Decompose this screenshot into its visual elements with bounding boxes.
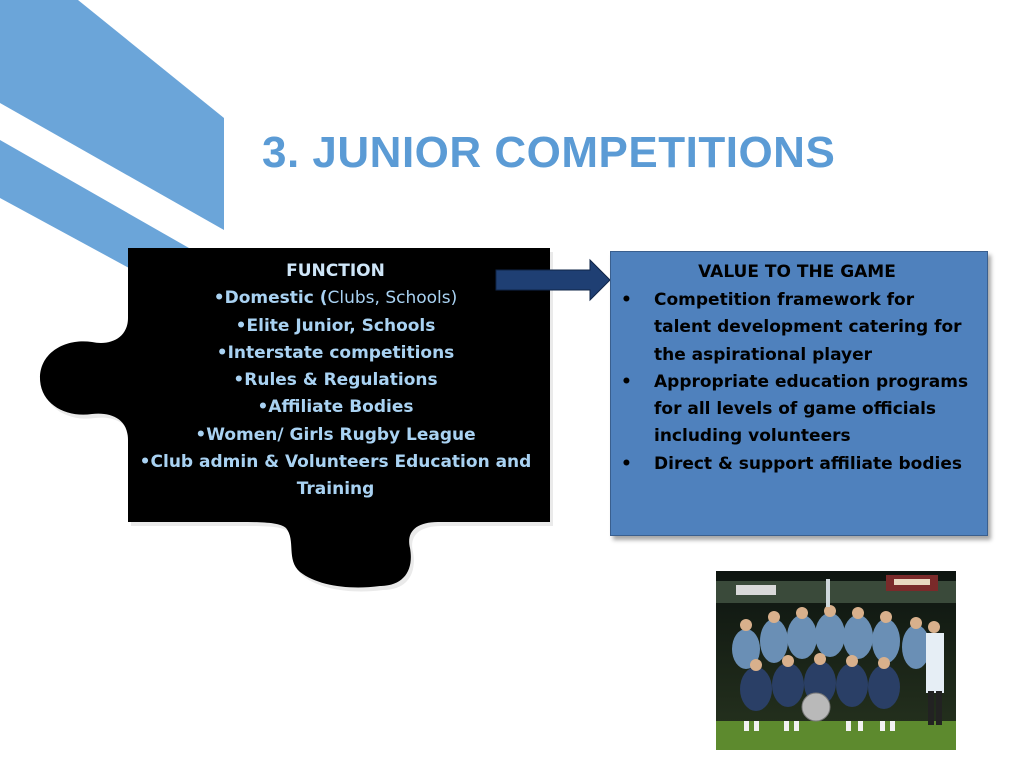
bullet: • — [195, 424, 207, 445]
function-item-bold: Rules & Regulations — [244, 370, 438, 391]
bullet: • — [621, 453, 632, 474]
value-list: • Competition framework for talent develo… — [621, 287, 973, 478]
bullet: • — [233, 370, 245, 391]
function-heading: FUNCTION — [286, 261, 385, 281]
function-item-bold: Elite Junior, Schools — [246, 315, 436, 336]
list-item: • Competition framework for talent develo… — [621, 287, 973, 369]
bullet: • — [621, 371, 632, 392]
team-photo — [716, 571, 956, 750]
function-item-bold: Interstate competitions — [227, 342, 455, 363]
function-item-domestic: •Domestic (Clubs, Schools) — [138, 285, 533, 312]
function-item-elite: •Elite Junior, Schools — [138, 313, 533, 340]
value-item-text: Direct & support affiliate bodies — [654, 453, 963, 474]
function-item-bold: Affiliate Bodies — [268, 397, 414, 418]
bullet: • — [257, 397, 269, 418]
rugby-team-photo-icon — [716, 571, 956, 750]
function-item-bold: Club admin & Volunteers Education and Tr… — [150, 452, 532, 500]
list-item: • Appropriate education programs for all … — [621, 369, 973, 451]
value-item-text: Appropriate education programs for all l… — [654, 371, 969, 447]
list-item: • Direct & support affiliate bodies — [621, 451, 973, 478]
value-item-text: Competition framework for talent develop… — [654, 290, 962, 365]
function-item-interstate: •Interstate competitions — [138, 340, 533, 367]
function-list: FUNCTION •Domestic (Clubs, Schools) •Eli… — [138, 258, 533, 504]
function-item-bold: Domestic ( — [224, 288, 328, 309]
value-to-the-game-box: VALUE TO THE GAME • Competition framework… — [610, 251, 988, 536]
bullet: • — [621, 290, 632, 310]
bullet: • — [235, 315, 247, 336]
bullet: • — [213, 288, 225, 309]
function-item-club-admin: •Club admin & Volunteers Education and T… — [138, 449, 533, 504]
function-item-affiliate: •Affiliate Bodies — [138, 394, 533, 421]
function-item-normal: Clubs, Schools) — [327, 288, 458, 309]
bullet: • — [216, 342, 228, 363]
bullet: • — [139, 452, 151, 473]
value-heading: VALUE TO THE GAME — [698, 262, 896, 282]
function-item-bold: Women/ Girls Rugby League — [206, 424, 476, 445]
function-item-rules: •Rules & Regulations — [138, 367, 533, 394]
slide-title: 3. JUNIOR COMPETITIONS — [262, 128, 836, 177]
function-item-women: •Women/ Girls Rugby League — [138, 422, 533, 449]
